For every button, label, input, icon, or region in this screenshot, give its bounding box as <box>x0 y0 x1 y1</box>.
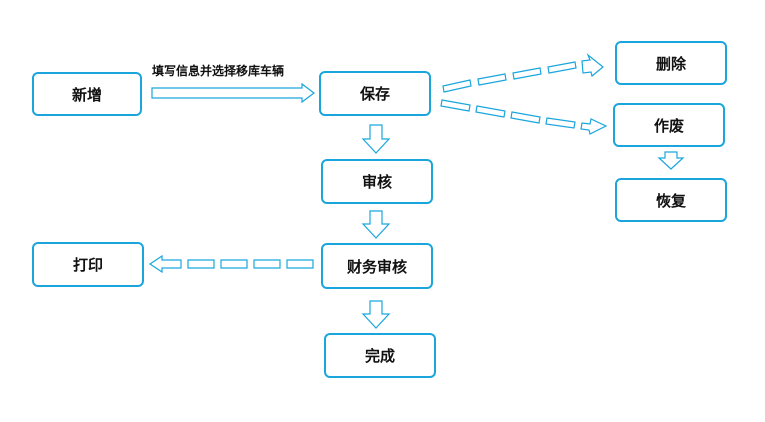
dashed-arrow-caiwu-to-dayin <box>148 254 314 274</box>
node-zuofei: 作废 <box>613 103 725 147</box>
node-wancheng: 完成 <box>324 333 436 378</box>
node-xinzeng: 新增 <box>32 72 142 116</box>
dashed-arrow-baocun-to-zuofei <box>440 99 608 135</box>
node-shenhe-label: 审核 <box>361 173 392 191</box>
node-zuofei-label: 作废 <box>653 116 684 135</box>
node-huifu: 恢复 <box>615 178 727 222</box>
node-wancheng-label: 完成 <box>364 347 395 365</box>
node-shanchu-label: 删除 <box>655 54 686 73</box>
node-caiwu-shenhe-label: 财务审核 <box>346 257 407 276</box>
arrow-baocun-to-shenhe <box>361 124 391 154</box>
node-xinzeng-label: 新增 <box>71 85 102 104</box>
arrow-zuofei-to-huifu <box>657 151 685 170</box>
node-huifu-label: 恢复 <box>655 191 686 210</box>
node-shenhe: 审核 <box>321 159 433 204</box>
edge-label-xinzeng-to-baocun: 填写信息并选择移库车辆 <box>152 64 285 78</box>
arrow-caiwu-to-wancheng <box>361 300 391 329</box>
arrow-shenhe-to-caiwu <box>361 210 391 239</box>
node-dayin-label: 打印 <box>72 256 103 274</box>
node-caiwu-shenhe: 财务审核 <box>321 243 433 289</box>
dashed-arrow-baocun-to-shanchu <box>442 53 604 93</box>
node-baocun-label: 保存 <box>359 85 390 103</box>
node-shanchu: 删除 <box>615 41 727 85</box>
node-dayin: 打印 <box>32 242 144 287</box>
node-baocun: 保存 <box>319 71 431 116</box>
arrow-xinzeng-to-baocun <box>151 82 315 104</box>
